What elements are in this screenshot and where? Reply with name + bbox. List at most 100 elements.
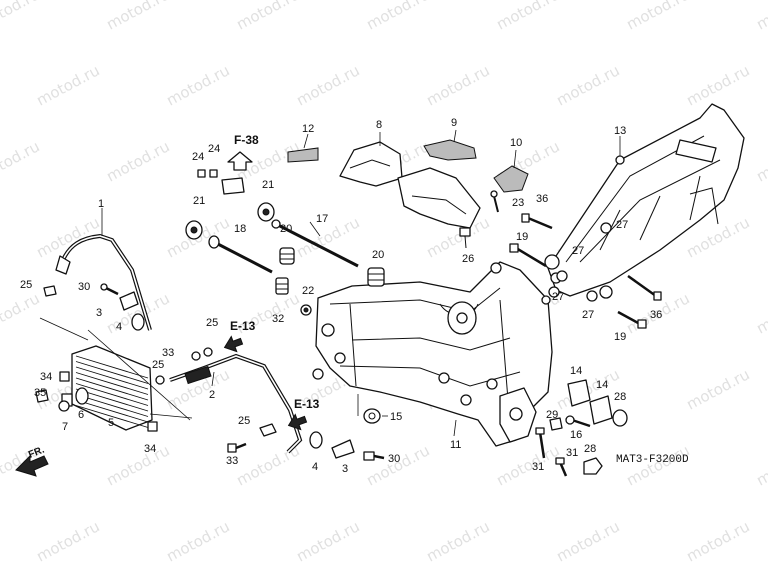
watermark-text: motod.ru <box>293 517 362 565</box>
callout-17: 17 <box>316 213 328 225</box>
callout-21: 21 <box>193 195 205 207</box>
callout-26: 26 <box>462 253 474 265</box>
callout-33: 33 <box>162 347 174 359</box>
nut-25d <box>259 423 277 437</box>
bolt-30b <box>363 451 385 461</box>
watermark-text: motod.ru <box>683 517 752 565</box>
callout-36: 36 <box>536 193 548 205</box>
nut-27b <box>548 286 560 298</box>
callout-8: 8 <box>376 119 382 131</box>
watermark-text: motod.ru <box>423 517 492 565</box>
collar-32 <box>275 277 289 295</box>
bolt-29 <box>549 417 563 431</box>
nut-25b <box>203 347 213 357</box>
callout-27: 27 <box>552 291 564 303</box>
callout-3: 3 <box>96 307 102 319</box>
bolt-26 <box>459 227 471 249</box>
leader-lines <box>39 129 621 437</box>
callout-10: 10 <box>510 137 522 149</box>
bolt-30a <box>100 283 119 296</box>
watermark-text: motod.ru <box>0 137 43 185</box>
callout-34: 34 <box>144 443 156 455</box>
nut-25c <box>155 375 165 385</box>
bolt-16 <box>565 415 591 428</box>
pad-12 <box>287 147 319 163</box>
nut-28b <box>583 457 603 475</box>
callout-1: 1 <box>98 198 104 210</box>
callout-20: 20 <box>372 249 384 261</box>
cooler-fin <box>75 355 149 379</box>
oil-cooler <box>61 345 153 431</box>
watermark-text: motod.ru <box>753 441 768 489</box>
grommet-4a <box>131 313 145 331</box>
callout-18: 18 <box>234 223 246 235</box>
diagram-code: MAT3-F3200D <box>616 454 689 466</box>
callout-21: 21 <box>262 179 274 191</box>
callout-16: 16 <box>570 429 582 441</box>
callout-30: 30 <box>388 453 400 465</box>
callout-35: 35 <box>34 387 46 399</box>
bushing-21a <box>185 220 203 240</box>
bolt-24 <box>197 169 218 178</box>
nut-22 <box>300 304 312 316</box>
ref-f38-arrow <box>227 151 253 171</box>
callout-labels: 1 2 3 3 4 4 5 6 7 8 9 10 11 12 13 14 14 … <box>20 117 662 475</box>
watermark-text: motod.ru <box>753 137 768 185</box>
callout-4: 4 <box>312 461 318 473</box>
bolt-35 <box>35 389 49 403</box>
watermark-text: motod.ru <box>753 0 768 34</box>
callout-28: 28 <box>614 391 626 403</box>
watermark-text: motod.ru <box>0 0 43 34</box>
callout-2: 2 <box>209 389 215 401</box>
clamp-3a <box>119 291 139 311</box>
callout-25: 25 <box>238 415 250 427</box>
callout-25: 25 <box>206 317 218 329</box>
washer-15 <box>363 408 381 424</box>
callout-14: 14 <box>596 379 608 391</box>
watermark-text: motod.ru <box>33 61 102 109</box>
callout-3: 3 <box>342 463 348 475</box>
watermark-text: motod.ru <box>753 289 768 337</box>
callout-31: 31 <box>566 447 578 459</box>
nut-25a <box>43 285 57 297</box>
watermark-text: motod.ru <box>683 365 752 413</box>
clamp-3b <box>331 439 355 459</box>
bracket-heat-shield <box>397 167 481 229</box>
callout-36: 36 <box>650 309 662 321</box>
ref-e13-b: E-13 <box>294 397 320 411</box>
callout-4: 4 <box>116 321 122 333</box>
bolt-31a <box>535 427 546 459</box>
callout-31: 31 <box>532 461 544 473</box>
nut-28a <box>612 409 628 427</box>
watermark-text: motod.ru <box>293 61 362 109</box>
bolt-34b <box>147 421 158 432</box>
bushing-21b <box>257 202 275 222</box>
callout-33: 33 <box>226 455 238 467</box>
bolt-23 <box>490 190 499 213</box>
callout-20: 20 <box>280 223 292 235</box>
bolt-36a <box>521 213 553 230</box>
oil-hose-2 <box>169 353 303 454</box>
callout-29: 29 <box>546 409 558 421</box>
bolt-19a <box>509 243 547 268</box>
watermark-text: motod.ru <box>623 0 692 34</box>
callout-30: 30 <box>78 281 90 293</box>
ref-e13-a: E-13 <box>230 319 256 333</box>
watermark-text: motod.ru <box>163 517 232 565</box>
cooler-fin <box>75 377 149 401</box>
callout-34: 34 <box>40 371 52 383</box>
callout-22: 22 <box>302 285 314 297</box>
nut-27d <box>600 222 612 234</box>
main-frame <box>312 261 553 447</box>
bolt-31b <box>555 457 568 477</box>
callout-24: 24 <box>192 151 204 163</box>
nut-27a <box>556 270 568 282</box>
callout-14: 14 <box>570 365 582 377</box>
watermark-text: motod.ru <box>493 0 562 34</box>
bracket-8 <box>339 141 403 187</box>
watermark-text: motod.ru <box>103 137 172 185</box>
callout-7: 7 <box>62 421 68 433</box>
callout-32: 32 <box>272 313 284 325</box>
